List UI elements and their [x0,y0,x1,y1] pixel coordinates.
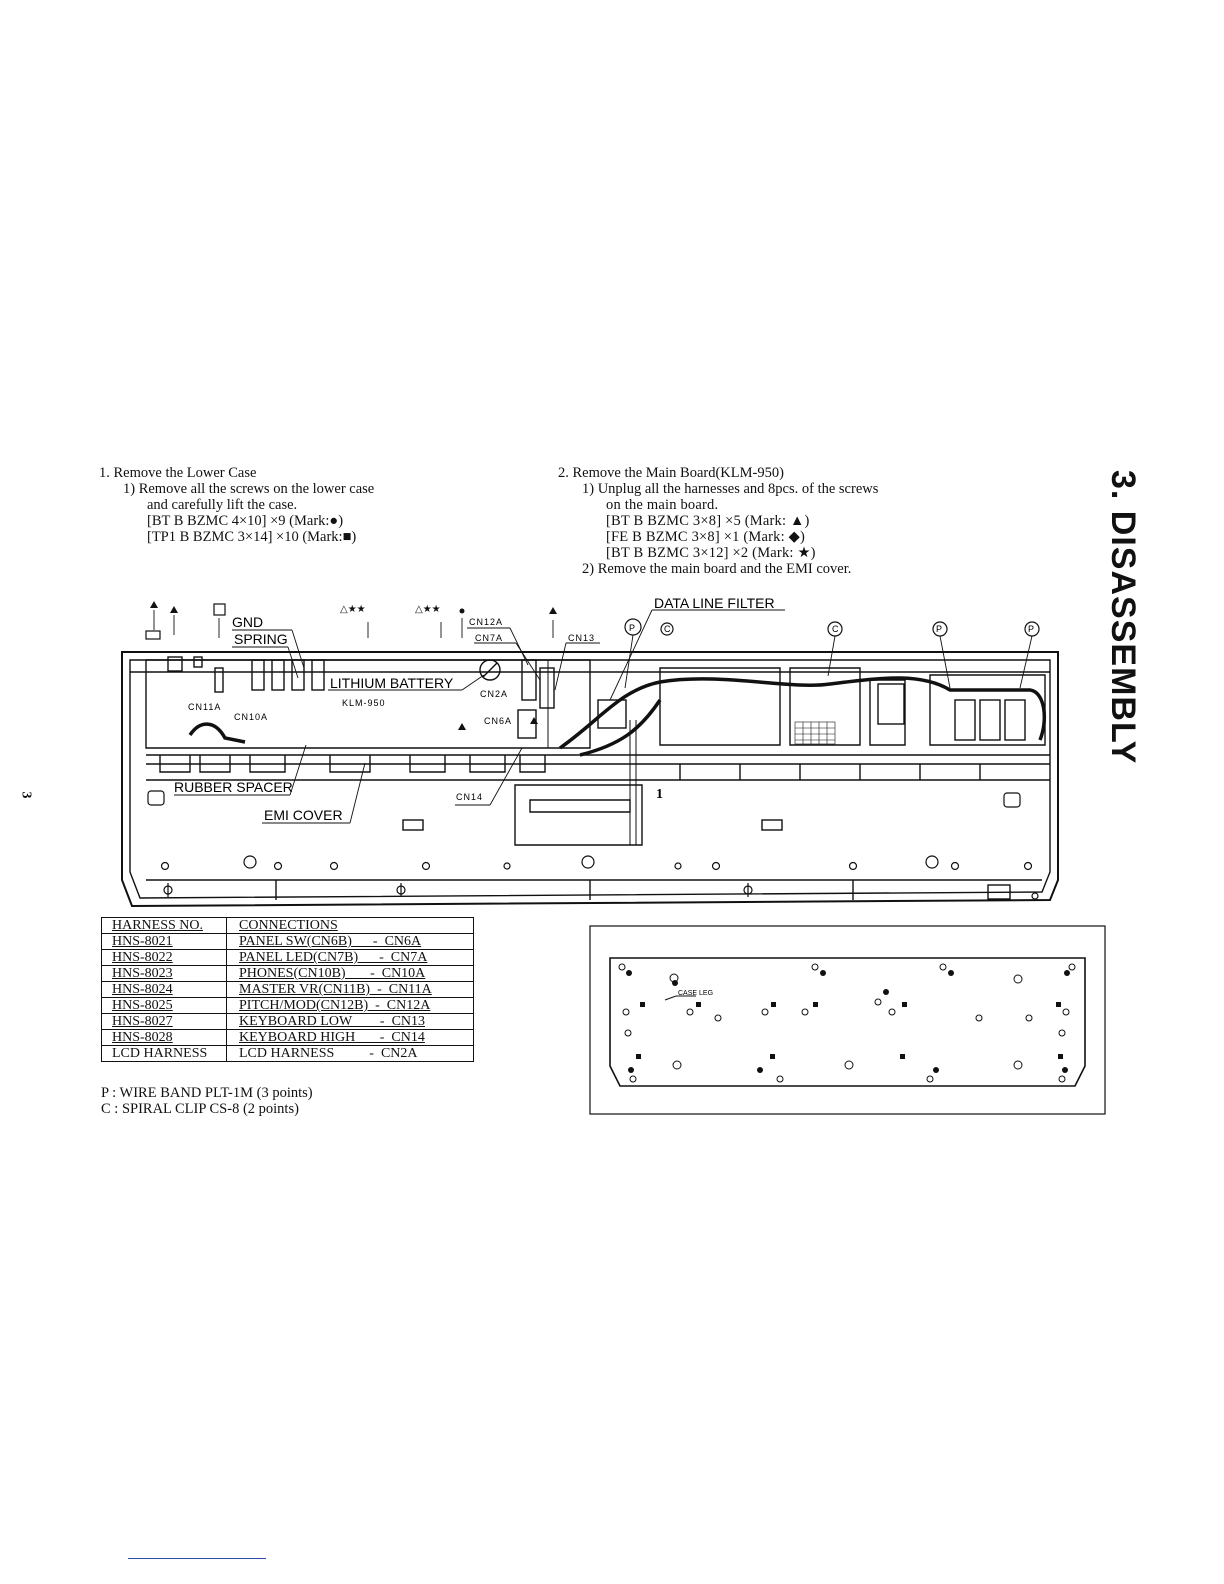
label-c: C [664,624,672,634]
label-gnd: GND [232,614,263,630]
table-row: HNS-8025 PITCH/MOD(CN12B) - CN12A [101,997,474,1014]
legend-item: P : WIRE BAND PLT-1M (3 points) [101,1085,313,1101]
label-emi-cover: EMI COVER [264,807,343,823]
label-p: P [629,623,636,633]
step2-line: [BT B BZMC 3×12] ×2 (Mark: ★) [606,545,816,561]
label-spring: SPRING [234,631,288,647]
label-rubber-spacer: RUBBER SPACER [174,779,293,795]
step1-line: and carefully lift the case. [147,497,298,513]
table-cell: HNS-8021 [101,933,227,950]
step2-block: 2. Remove the Main Board(KLM-950) 1) Unp… [558,465,878,577]
label-klm: KLM-950 [342,698,386,708]
label-cn13: CN13 [568,633,595,643]
label-cn7a: CN7A [475,633,503,643]
label-cn2a: CN2A [480,689,508,699]
svg-text:△★★: △★★ [340,604,366,615]
table-row: LCD HARNESS LCD HARNESS - CN2A [101,1045,474,1062]
step2-line: [BT B BZMC 3×8] ×5 (Mark: ▲) [606,513,810,529]
table-row: HNS-8027 KEYBOARD LOW - CN13 [101,1013,474,1030]
table-cell: HNS-8028 [101,1029,227,1046]
legend-item: C : SPIRAL CLIP CS-8 (2 points) [101,1101,299,1117]
table-cell: HNS-8023 [101,965,227,982]
harness-table: HARNESS NO. CONNECTIONS HNS-8021 PANEL S… [101,917,474,1062]
table-cell: MASTER VR(CN11B) - CN11A [226,981,474,998]
label-cn14: CN14 [456,792,483,802]
table-cell: PITCH/MOD(CN12B) - CN12A [226,997,474,1014]
step1-title: 1. Remove the Lower Case [99,465,257,481]
footer-rule [128,1558,266,1559]
step1-line: 1) Remove all the screws on the lower ca… [123,481,375,497]
step2-line: [FE B BZMC 3×8] ×1 (Mark: ◆) [606,529,806,545]
table-header-row: HARNESS NO. CONNECTIONS [101,917,474,934]
legend: P : WIRE BAND PLT-1M (3 points) C : SPIR… [101,1085,313,1117]
label-p: P [1028,624,1035,634]
table-cell: HNS-8024 [101,981,227,998]
table-row: HNS-8023 PHONES(CN10B) - CN10A [101,965,474,982]
table-cell: HNS-8027 [101,1013,227,1030]
table-cell: PANEL LED(CN7B) - CN7A [226,949,474,966]
table-row: HNS-8024 MASTER VR(CN11B) - CN11A [101,981,474,998]
table-cell: LCD HARNESS [101,1045,227,1062]
label-data-line-filter: DATA LINE FILTER [654,595,775,611]
step2-title: 2. Remove the Main Board(KLM-950) [558,465,784,481]
step2-line: 1) Unplug all the harnesses and 8pcs. of… [582,481,879,497]
step1-line: [BT B BZMC 4×10] ×9 (Mark:●) [147,513,344,529]
step2-line: on the main board. [606,497,719,513]
svg-text:△★★: △★★ [415,604,441,615]
label-case-leg: CASE LEG [678,990,713,997]
step1-block: 1. Remove the Lower Case 1) Remove all t… [99,465,374,545]
table-row: HNS-8028 KEYBOARD HIGH - CN14 [101,1029,474,1046]
label-c: C [832,624,840,634]
table-header: HARNESS NO. [101,917,227,934]
label-one: 1 [656,787,663,802]
table-cell: KEYBOARD HIGH - CN14 [226,1029,474,1046]
table-row: HNS-8021 PANEL SW(CN6B) - CN6A [101,933,474,950]
table-header: CONNECTIONS [226,917,474,934]
label-p: P [936,624,943,634]
step2-line: 2) Remove the main board and the EMI cov… [582,561,852,577]
table-cell: LCD HARNESS - CN2A [226,1045,474,1062]
step1-line: [TP1 B BZMC 3×14] ×10 (Mark:■) [147,529,357,545]
table-cell: PANEL SW(CN6B) - CN6A [226,933,474,950]
label-lithium-battery: LITHIUM BATTERY [330,675,454,691]
label-cn11a: CN11A [188,702,221,712]
label-cn12a: CN12A [469,617,503,627]
table-row: HNS-8022 PANEL LED(CN7B) - CN7A [101,949,474,966]
label-cn10a: CN10A [234,712,268,722]
table-cell: KEYBOARD LOW - CN13 [226,1013,474,1030]
table-cell: PHONES(CN10B) - CN10A [226,965,474,982]
table-cell: HNS-8025 [101,997,227,1014]
table-cell: HNS-8022 [101,949,227,966]
label-cn6a: CN6A [484,716,512,726]
